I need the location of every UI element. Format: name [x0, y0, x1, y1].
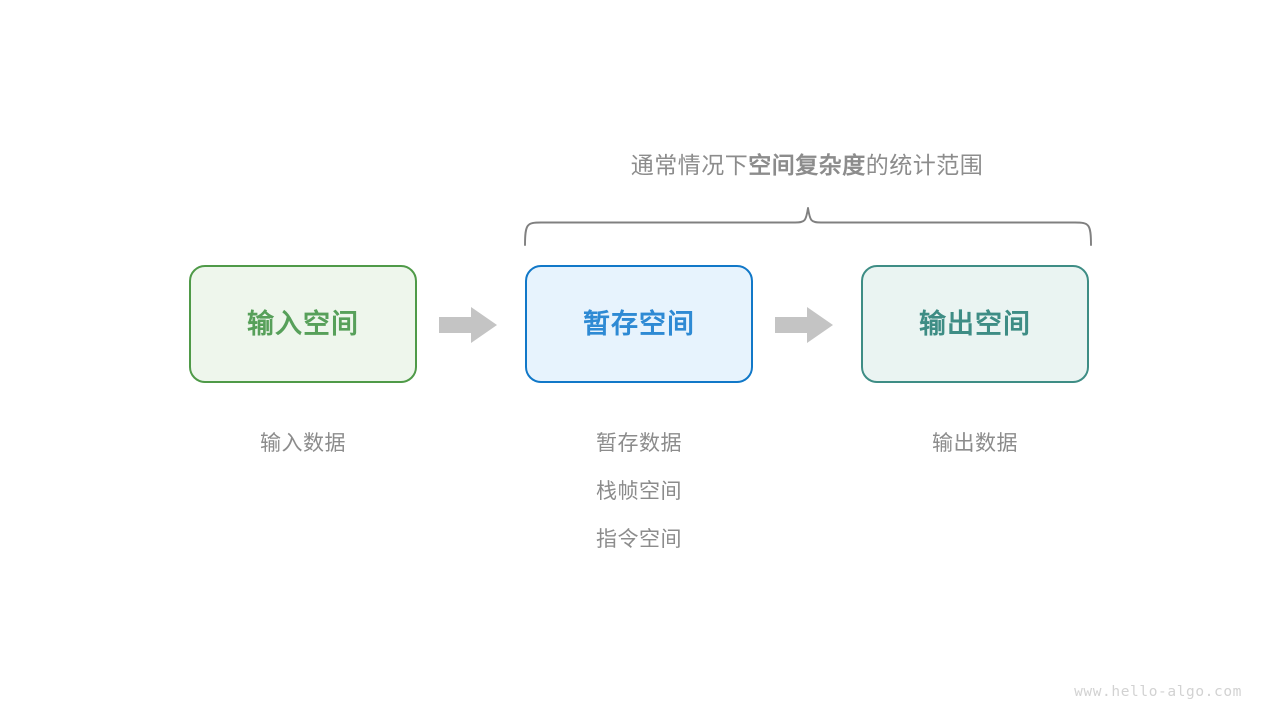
- output-caption: 输出数据: [861, 420, 1089, 468]
- caption-line: 栈帧空间: [596, 480, 682, 503]
- caption-line: 输入数据: [260, 432, 346, 455]
- scope-title-tail: 的统计范围: [865, 152, 984, 178]
- arrow-buffer-to-output: [775, 307, 833, 343]
- input-caption: 输入数据: [189, 420, 417, 468]
- arrow-input-to-buffer: [439, 307, 497, 343]
- caption-line: 指令空间: [596, 528, 682, 551]
- node-buffer-space-label: 暂存空间: [583, 308, 695, 339]
- scope-title-lead: 通常情况下: [630, 152, 749, 178]
- buffer-caption: 暂存数据 栈帧空间 指令空间: [525, 420, 753, 564]
- flow-row: 输入空间 暂存空间 输出空间: [189, 265, 1090, 383]
- caption-line: 输出数据: [932, 432, 1018, 455]
- node-buffer-space[interactable]: 暂存空间: [525, 265, 753, 383]
- scope-title: 通常情况下空间复杂度的统计范围: [0, 146, 1280, 180]
- node-output-space-label: 输出空间: [919, 308, 1031, 339]
- scope-brace: [510, 198, 1106, 254]
- caption-line: 暂存数据: [596, 432, 682, 455]
- site-watermark: www.hello-algo.com: [1074, 684, 1242, 700]
- node-input-space-label: 输入空间: [247, 308, 359, 339]
- node-output-space[interactable]: 输出空间: [861, 265, 1089, 383]
- node-input-space[interactable]: 输入空间: [189, 265, 417, 383]
- scope-title-emphasis: 空间复杂度: [748, 152, 866, 178]
